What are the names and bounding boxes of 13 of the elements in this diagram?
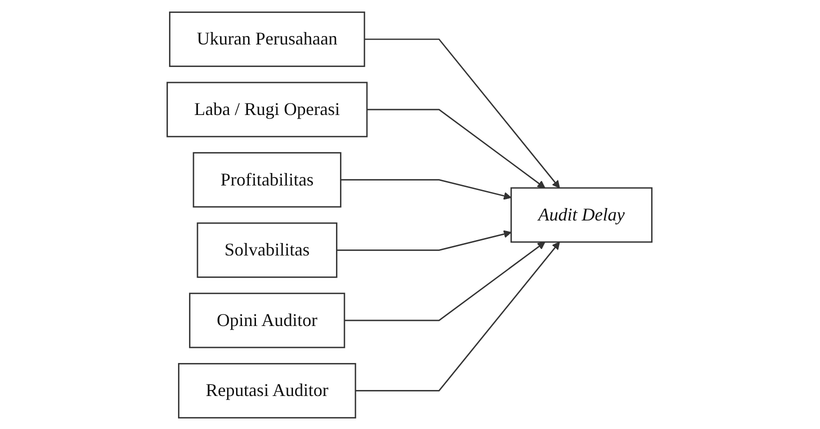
node-box: Reputasi Auditor — [178, 362, 357, 418]
node-box: Laba / Rugi Operasi — [167, 81, 368, 137]
node-box: Profitabilitas — [193, 152, 342, 208]
node-box: Ukuran Perusahaan — [170, 11, 366, 66]
arrow — [367, 108, 546, 188]
arrow — [344, 241, 546, 321]
arrow — [356, 241, 560, 391]
node-box: Solvabilitas — [197, 222, 338, 278]
arrow — [341, 178, 512, 200]
node-box: Audit Delay — [510, 186, 653, 242]
arrow — [364, 38, 560, 188]
arrow — [337, 230, 512, 250]
node-box: Opini Auditor — [190, 292, 346, 348]
